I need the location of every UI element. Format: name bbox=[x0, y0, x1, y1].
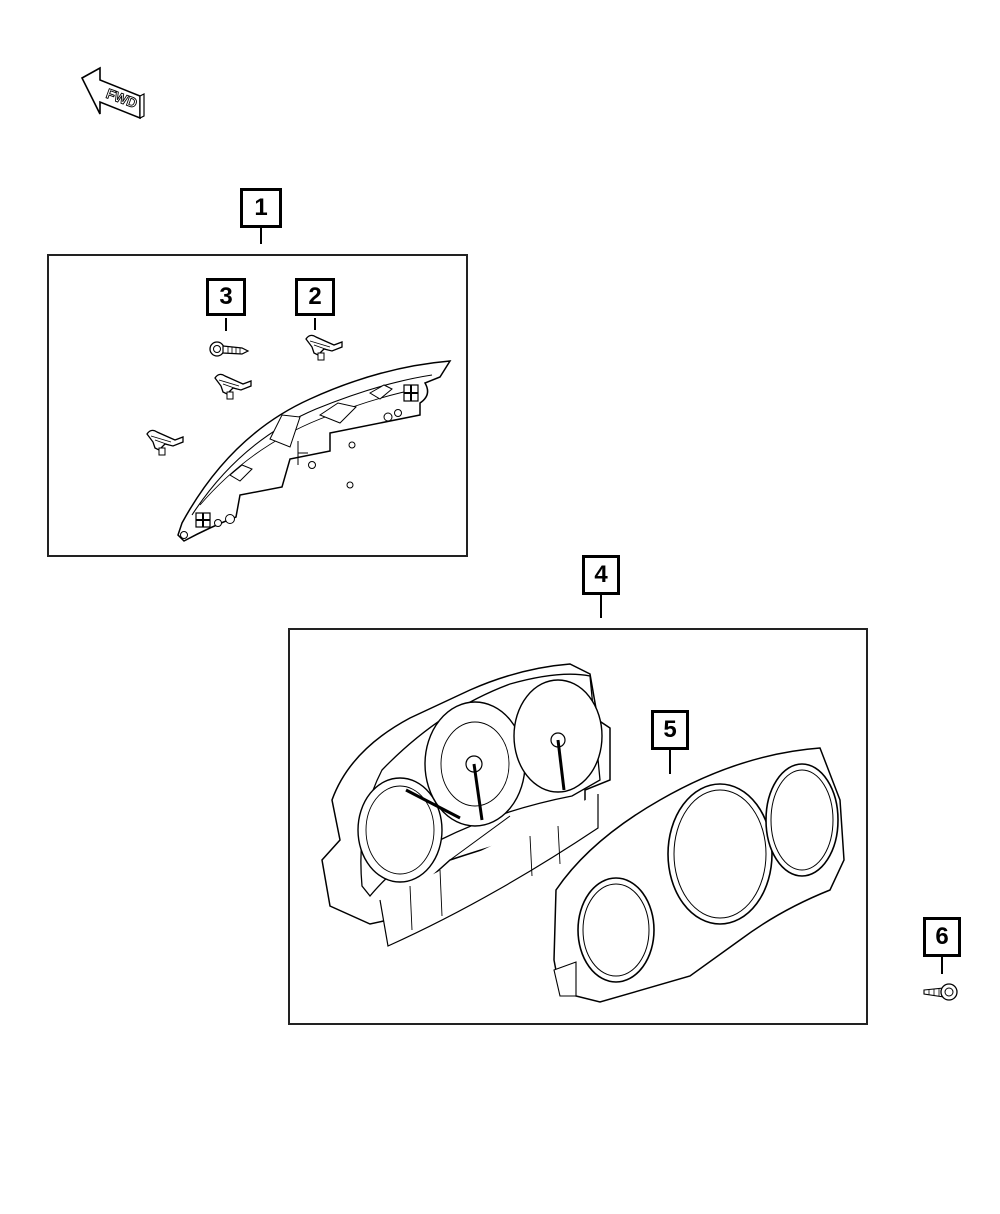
callout-2[interactable]: 2 bbox=[295, 278, 335, 316]
callout-1-leader bbox=[260, 228, 262, 244]
screw-icon bbox=[209, 341, 250, 357]
clip-icon bbox=[146, 429, 184, 456]
callout-2-label: 2 bbox=[308, 283, 322, 310]
callout-4-label: 4 bbox=[594, 561, 608, 588]
callout-5-leader bbox=[669, 750, 671, 774]
clip-icon bbox=[214, 373, 252, 400]
callout-1-label: 1 bbox=[254, 194, 268, 221]
callout-5-label: 5 bbox=[663, 716, 677, 743]
forward-arrow-icon: FWD bbox=[80, 66, 145, 120]
group-box-4 bbox=[288, 628, 868, 1025]
fwd-indicator: FWD bbox=[78, 66, 148, 126]
instrument-cluster-icon bbox=[321, 663, 611, 947]
callout-3-label: 3 bbox=[219, 283, 233, 310]
callout-6-leader bbox=[941, 957, 943, 974]
bracket-icon bbox=[177, 360, 452, 542]
callout-1[interactable]: 1 bbox=[240, 188, 282, 228]
clip-icon bbox=[305, 334, 343, 361]
screw-icon bbox=[923, 983, 958, 1001]
callout-6-label: 6 bbox=[935, 923, 949, 950]
callout-5[interactable]: 5 bbox=[651, 710, 689, 750]
group-box-1 bbox=[47, 254, 468, 557]
callout-3[interactable]: 3 bbox=[206, 278, 246, 316]
callout-6[interactable]: 6 bbox=[923, 917, 961, 957]
callout-4-leader bbox=[600, 595, 602, 618]
cluster-bezel-icon bbox=[553, 747, 845, 1003]
callout-4[interactable]: 4 bbox=[582, 555, 620, 595]
callout-3-leader bbox=[225, 318, 227, 331]
callout-2-leader bbox=[314, 318, 316, 330]
